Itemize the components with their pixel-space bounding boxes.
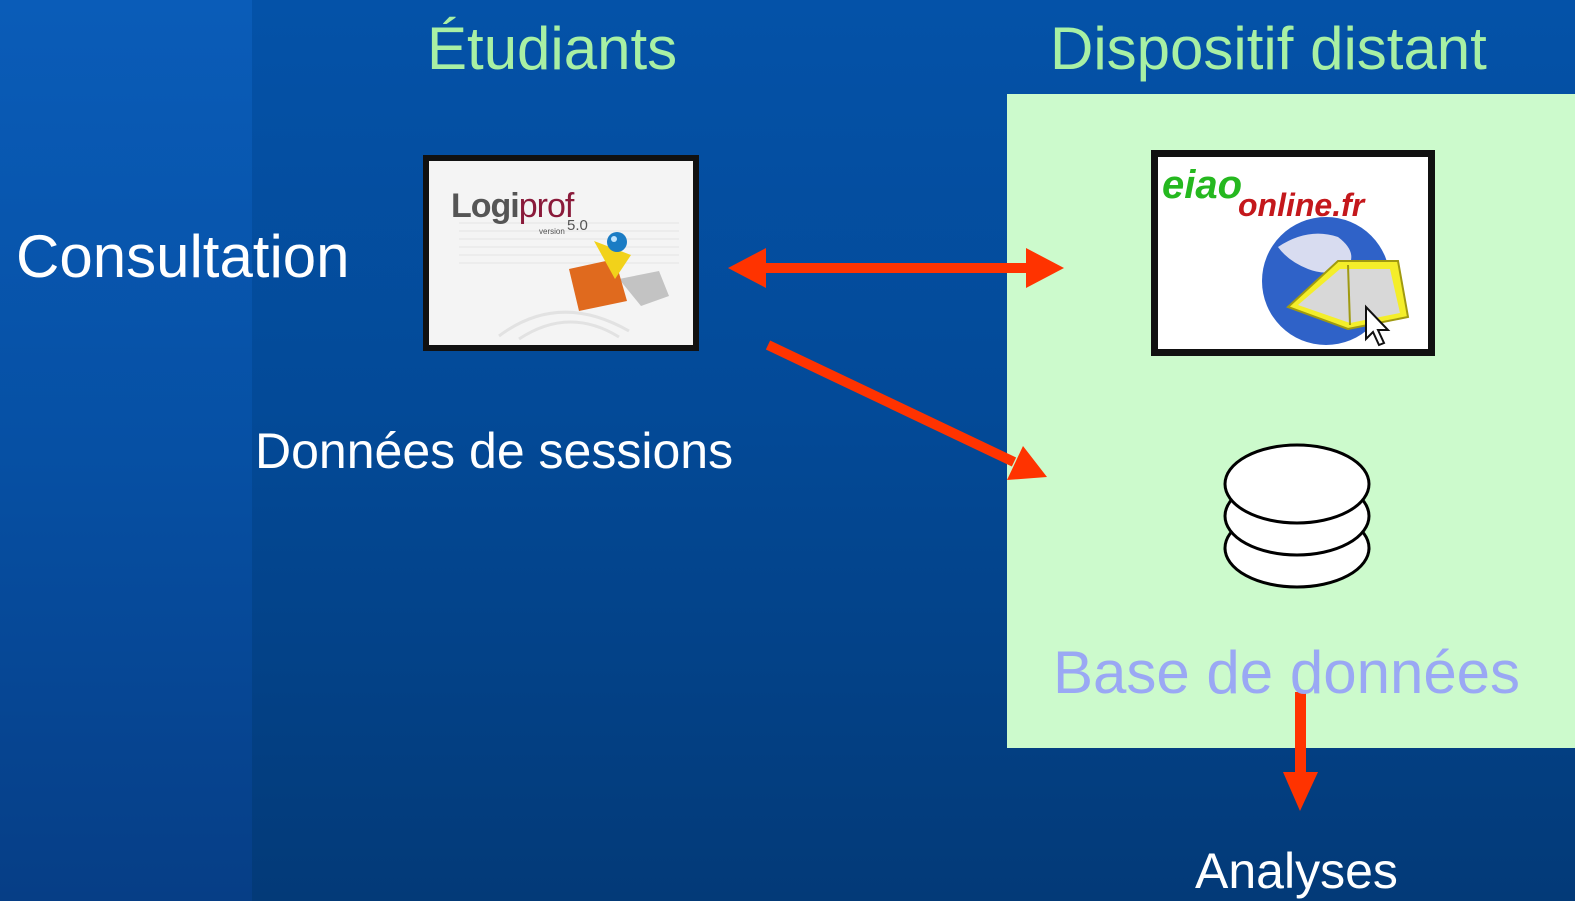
- bidirectional-arrow: [728, 248, 1064, 288]
- remote-device-header: Dispositif distant: [1050, 15, 1487, 82]
- eiao-wordmark-part2: online.fr: [1238, 187, 1365, 223]
- logiprof-logo: Logiprof version 5.0: [423, 155, 699, 351]
- database-label: Base de données: [1053, 639, 1521, 706]
- analyses-arrow: [1283, 692, 1318, 811]
- database-icon: [1223, 443, 1371, 589]
- students-header: Étudiants: [427, 15, 678, 82]
- logiprof-version: 5.0: [567, 217, 588, 234]
- consultation-label: Consultation: [16, 223, 350, 290]
- left-sidebar-band: [0, 0, 252, 901]
- analyses-label: Analyses: [1195, 843, 1398, 899]
- logiprof-name-light: prof: [518, 187, 575, 225]
- session-data-arrow: [765, 340, 1047, 480]
- eiao-wordmark-part1: eiao: [1162, 163, 1243, 207]
- logiprof-version-word: version: [539, 227, 565, 236]
- logiprof-name-bold: Logi: [451, 187, 520, 225]
- session-data-label: Données de sessions: [255, 423, 734, 479]
- eiao-online-logo: eiao online.fr: [1151, 150, 1435, 356]
- logiprof-wordmark: Logiprof: [451, 187, 575, 226]
